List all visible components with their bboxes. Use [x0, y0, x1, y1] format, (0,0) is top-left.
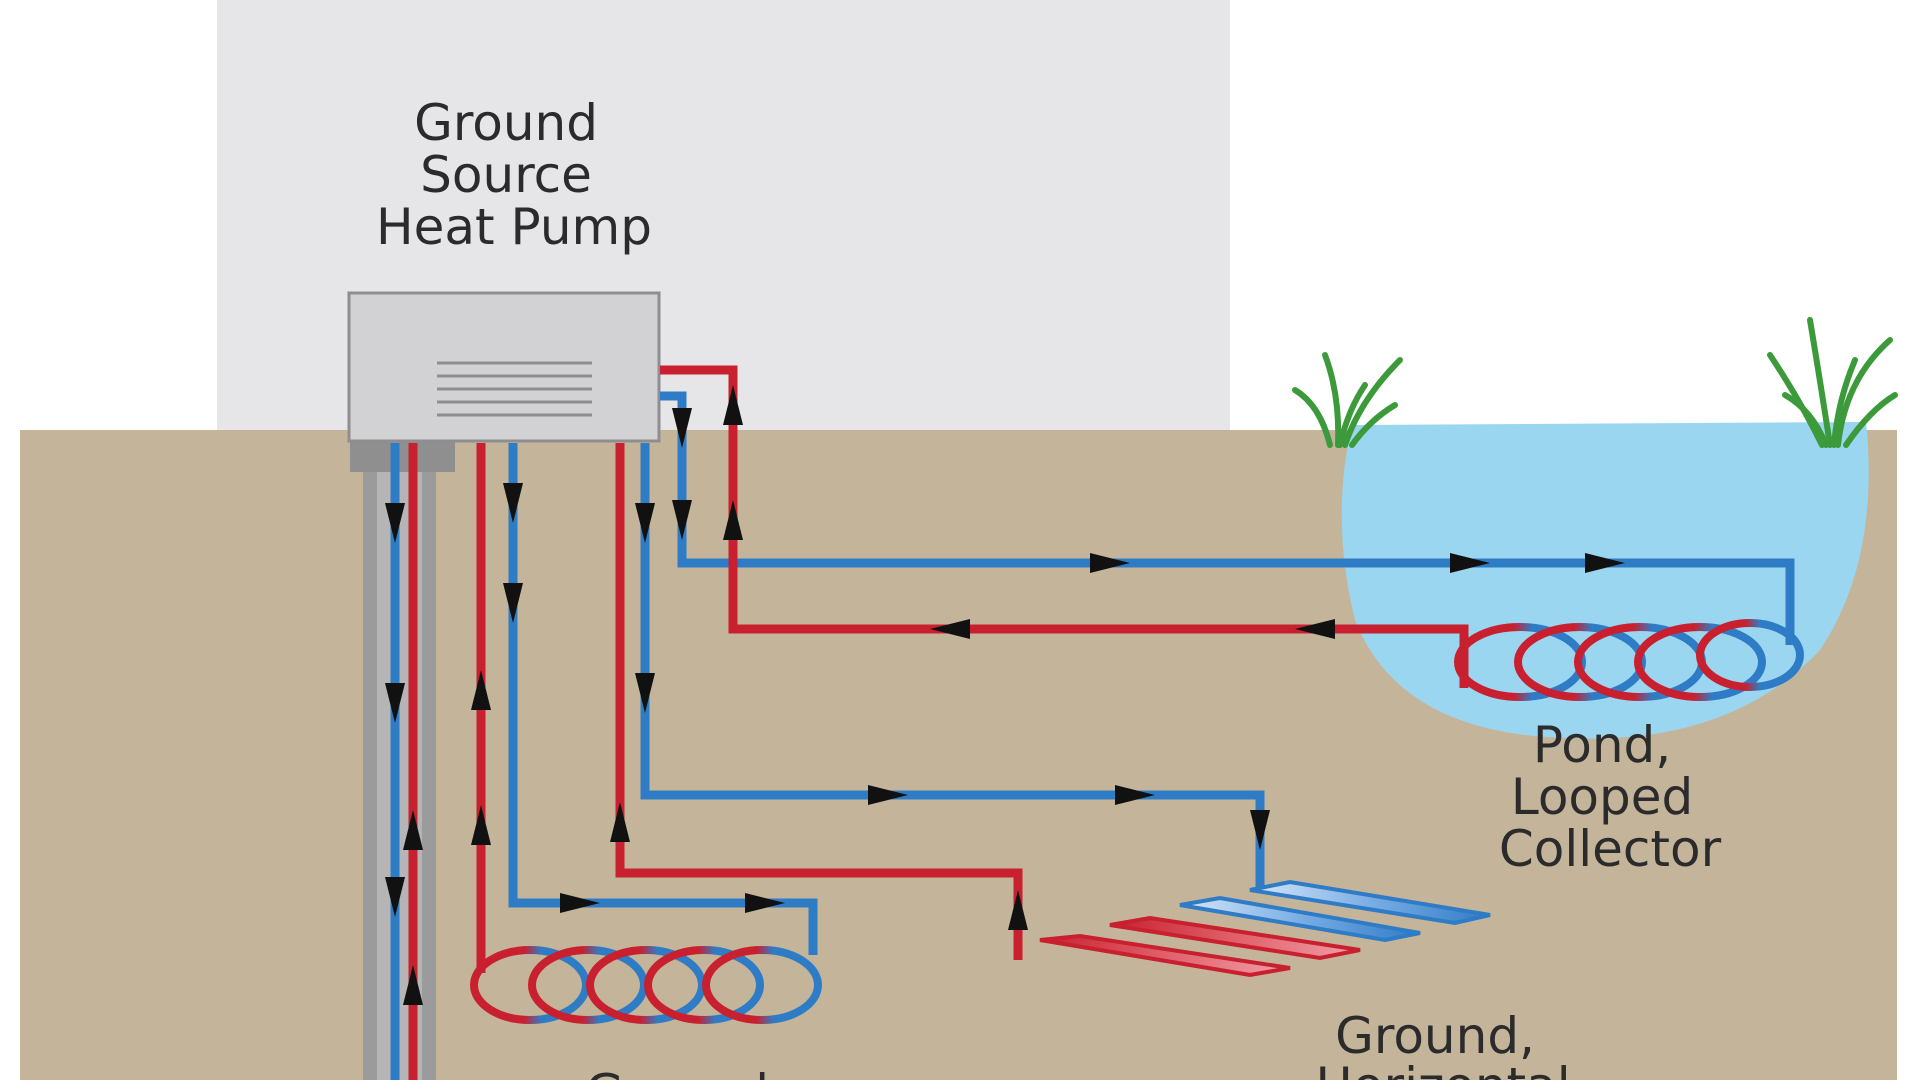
- ground-looped-coil: [470, 946, 822, 1024]
- looped-collector-cold-pipe: [508, 443, 818, 955]
- pond-label-line-2: Looped: [1511, 768, 1693, 826]
- pond-collector-cold-pipe: [660, 391, 1795, 645]
- pond-label-line-3: Collector: [1499, 820, 1722, 878]
- ground-horizontal-collector: [1039, 879, 1491, 978]
- ground-horizontal-label-line-2: Horizontal: [1315, 1057, 1570, 1080]
- ground-horizontal-label-line-1: Ground,: [1335, 1007, 1535, 1065]
- heat-pump-unit: [347, 291, 661, 443]
- ground-horizontal-label: Ground, Horizontal: [1315, 1007, 1570, 1080]
- pond-looped-coil: [1454, 619, 1804, 701]
- grass-icon: [1292, 352, 1403, 448]
- pond-label-line-1: Pond,: [1533, 716, 1671, 774]
- pump-base: [350, 440, 455, 472]
- heat-pump-label: Ground Source Heat Pump: [376, 94, 652, 256]
- heat-pump-label-line-2: Source: [420, 146, 592, 204]
- heat-pump-label-line-3: Heat Pump: [376, 198, 652, 256]
- pond-water: [1341, 422, 1869, 739]
- grass-icon: [1767, 317, 1898, 448]
- ground-looped-label-line-1: Ground,: [585, 1064, 785, 1080]
- pond-collector-label: Pond, Looped Collector: [1499, 716, 1722, 878]
- heat-pump-label-line-1: Ground: [414, 94, 598, 152]
- flow-arrows: [385, 385, 1625, 1005]
- ground-looped-label: Ground,: [585, 1064, 785, 1080]
